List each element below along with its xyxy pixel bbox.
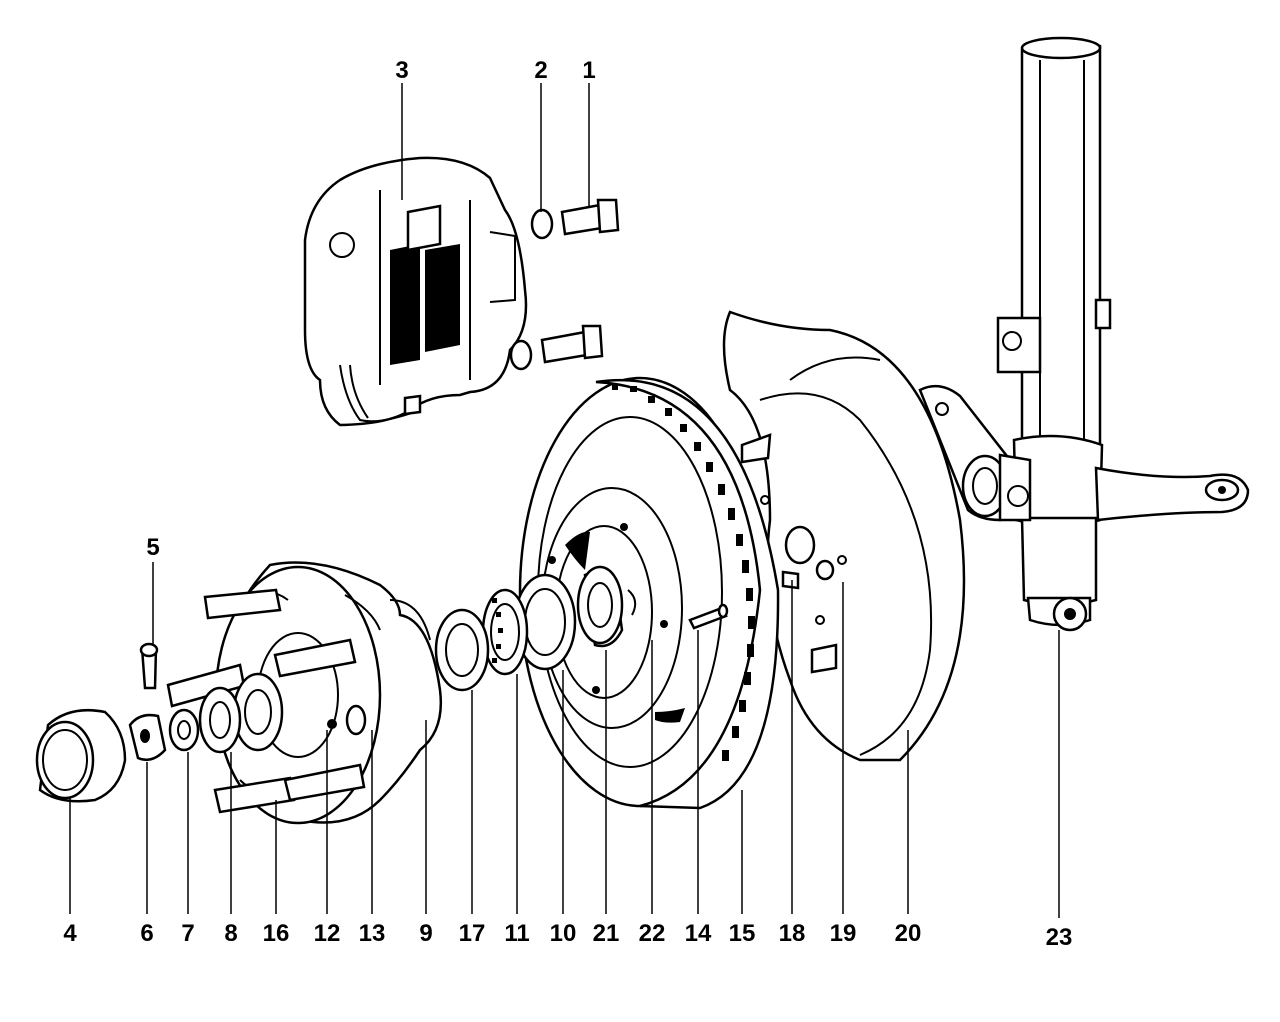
inner-bearing (513, 565, 637, 671)
brake-caliper (303, 156, 528, 427)
splash-shield (722, 310, 966, 762)
callout-8: 8 (224, 920, 237, 947)
callout-3: 3 (395, 57, 408, 84)
callout-20: 20 (895, 920, 922, 947)
callout-13: 13 (359, 920, 386, 947)
outer-bearing (434, 588, 529, 692)
callout-15: 15 (729, 920, 756, 947)
callout-19: 19 (830, 920, 857, 947)
callout-10: 10 (550, 920, 577, 947)
callout-4: 4 (63, 920, 77, 947)
wheel-studs (166, 588, 366, 814)
small-parts (128, 642, 284, 761)
callout-7: 7 (181, 920, 194, 947)
callout-2: 2 (534, 57, 547, 84)
callout-23: 23 (1046, 924, 1073, 951)
callout-22: 22 (639, 920, 666, 947)
callout-9: 9 (419, 920, 432, 947)
callout-21: 21 (593, 920, 620, 947)
callout-6: 6 (140, 920, 153, 947)
wheel-hub (214, 561, 442, 825)
callout-labels: 1 2 3 4 5 6 7 8 16 12 13 9 17 11 10 21 2… (63, 57, 1072, 951)
callout-11: 11 (504, 920, 529, 947)
leader-lines (69, 83, 1060, 918)
callout-17: 17 (459, 920, 486, 947)
callout-14: 14 (685, 920, 712, 947)
dust-cap (35, 708, 127, 803)
caliper-bolts (509, 198, 620, 371)
callout-5: 5 (146, 534, 159, 561)
callout-16: 16 (263, 920, 290, 947)
callout-18: 18 (779, 920, 806, 947)
callout-12: 12 (314, 920, 341, 947)
callout-1: 1 (582, 57, 595, 84)
strut-assembly (918, 36, 1250, 632)
